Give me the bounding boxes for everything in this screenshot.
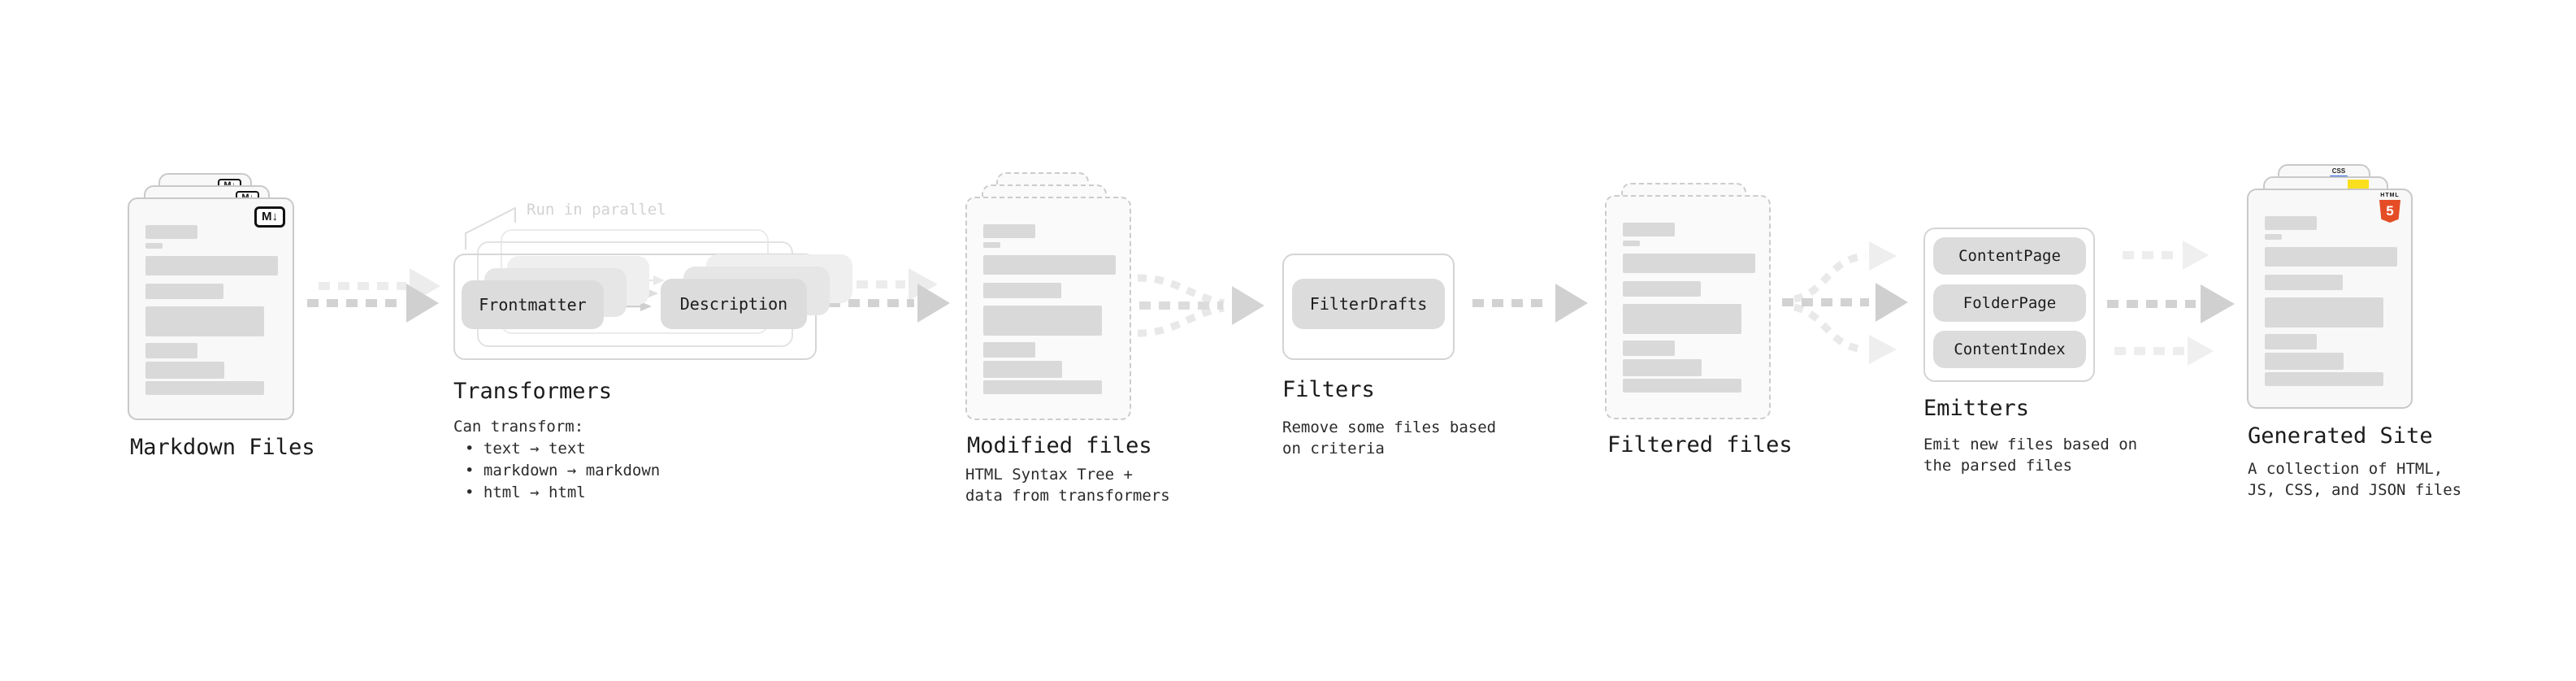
doc-text-line (983, 361, 1062, 378)
transformers-bullet-1: • text → text (465, 440, 586, 458)
doc-text-line (1623, 304, 1741, 334)
doc-text-line (1623, 254, 1755, 273)
modified-files-label: Modified files (967, 433, 1152, 458)
description-pill: Description (661, 279, 807, 329)
js-icon (2348, 180, 2369, 189)
contentindex-pill: ContentIndex (1933, 331, 2086, 368)
doc-text-line (145, 306, 264, 336)
doc-text-line (1623, 359, 1702, 376)
document-card (965, 197, 1131, 420)
frontmatter-pill: Frontmatter (462, 280, 604, 329)
arrow-markdown-to-transformers (307, 268, 440, 323)
doc-text-line (1623, 241, 1640, 246)
doc-text-line (1623, 281, 1701, 297)
doc-text-line (145, 243, 163, 249)
markdown-files-label: Markdown Files (130, 435, 315, 460)
doc-text-line (145, 381, 264, 395)
doc-text-line (2265, 216, 2317, 230)
emitters-subtitle-2: the parsed files (1923, 457, 2073, 475)
filters-label: Filters (1282, 377, 1375, 402)
doc-text-line (983, 242, 1000, 248)
doc-text-line (1623, 223, 1675, 236)
doc-text-line (1623, 379, 1741, 393)
arrow-modified-to-filters-converge (1137, 274, 1264, 337)
doc-text-line (983, 224, 1035, 238)
doc-text-line (2265, 334, 2317, 349)
doc-text-line (983, 255, 1116, 275)
run-in-parallel-leader-line (465, 207, 516, 249)
transformers-bullet-3: • html → html (465, 484, 586, 501)
doc-text-line (2265, 247, 2397, 267)
doc-text-line (2265, 234, 2282, 240)
arrow-emitters-to-generated (2107, 241, 2235, 366)
filters-subtitle-1: Remove some files based (1282, 419, 1497, 436)
doc-text-line (983, 283, 1061, 298)
filters-subtitle-2: on criteria (1282, 440, 1385, 458)
arrow-filtered-to-emitters-diverge (1782, 241, 1908, 364)
emitters-label: Emitters (1923, 396, 2030, 421)
doc-text-line (1623, 340, 1675, 356)
document-card (1605, 195, 1771, 419)
generated-site-label: Generated Site (2248, 423, 2433, 449)
doc-text-line (2265, 275, 2343, 290)
contentpage-pill: ContentPage (1933, 237, 2086, 275)
document-card: M↓ (128, 197, 294, 420)
doc-text-line (2265, 372, 2383, 386)
folderpage-pill: FolderPage (1933, 284, 2086, 322)
markdown-icon: M↓ (254, 206, 285, 228)
generated-site-subtitle-2: JS, CSS, and JSON files (2248, 481, 2462, 499)
doc-text-line (983, 342, 1035, 358)
doc-text-line (2265, 353, 2344, 370)
doc-text-line (983, 380, 1102, 394)
doc-text-line (983, 306, 1102, 336)
transformers-bullet-2: • markdown → markdown (465, 462, 661, 479)
doc-text-line (145, 256, 278, 275)
generated-site-subtitle-1: A collection of HTML, (2248, 460, 2444, 478)
arrow-filters-to-filtered (1472, 284, 1588, 323)
doc-text-line (145, 225, 197, 239)
run-in-parallel-note: Run in parallel (527, 201, 666, 219)
filtered-files-label: Filtered files (1607, 432, 1793, 458)
transformers-label: Transformers (453, 379, 613, 404)
modified-files-subtitle-1: HTML Syntax Tree + (965, 466, 1133, 484)
emitters-subtitle-1: Emit new files based on (1923, 436, 2138, 453)
doc-text-line (145, 362, 224, 379)
doc-text-line (145, 343, 197, 358)
filterdrafts-pill: FilterDrafts (1292, 279, 1445, 329)
doc-text-line (2265, 297, 2383, 327)
modified-files-subtitle-2: data from transformers (965, 487, 1170, 505)
transformers-subtitle: Can transform: (453, 418, 584, 436)
doc-text-line (145, 284, 223, 299)
